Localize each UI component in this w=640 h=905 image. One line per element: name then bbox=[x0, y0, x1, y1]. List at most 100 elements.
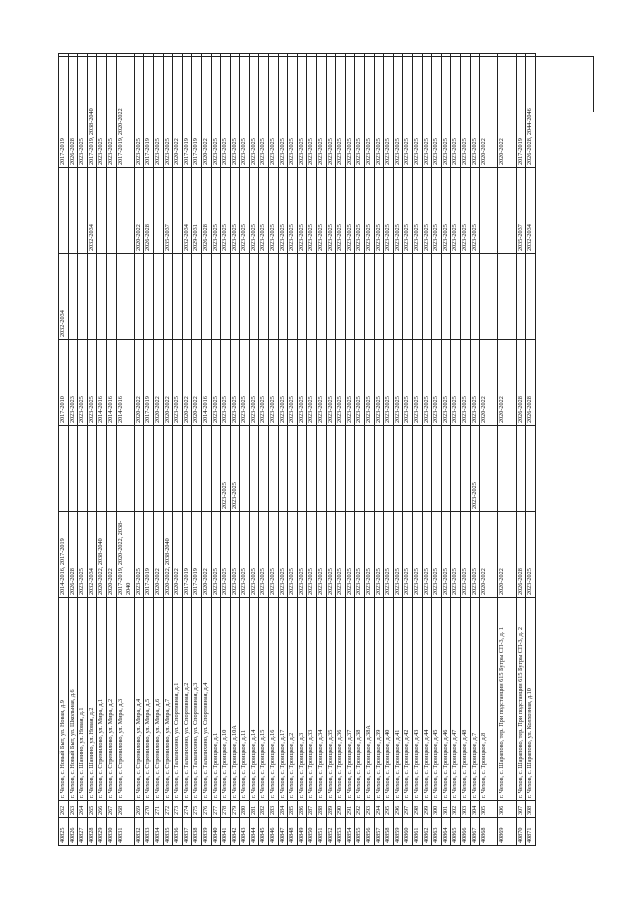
period-cell-3: 2017-2019 bbox=[143, 339, 154, 426]
period-cell-2 bbox=[58, 425, 69, 512]
row-number-cell: 271 bbox=[153, 800, 164, 818]
period-cell-3: 2026-2028 bbox=[525, 339, 536, 426]
period-cell-4 bbox=[354, 253, 365, 340]
period-cell-1: 2023-2025 bbox=[211, 511, 221, 598]
period-cell-5: 2023-2025 bbox=[268, 167, 279, 254]
period-cell-1: 2023-2025 bbox=[306, 511, 317, 598]
period-cell-1: 2023-2025 bbox=[134, 511, 144, 598]
address-cell: г. Чехов, с. Талалихино, ул. Спортивная,… bbox=[182, 597, 192, 801]
period-cell-6: 2023-2025 bbox=[239, 53, 250, 168]
period-cell-1: 2023-2025 bbox=[239, 511, 250, 598]
period-cell-1: 2023-2025 bbox=[393, 511, 403, 598]
row-number-cell: 296 bbox=[393, 800, 403, 818]
period-cell-2 bbox=[393, 425, 403, 512]
period-cell-6: 2026-2028, 2044-2046 bbox=[525, 53, 536, 168]
row-number-cell: 304 bbox=[470, 800, 480, 818]
period-cell-3: 2023-2025 bbox=[258, 339, 269, 426]
period-cell-1: 2032-2034 bbox=[87, 511, 97, 598]
period-cell-2 bbox=[287, 425, 298, 512]
period-cell-4 bbox=[374, 253, 384, 340]
period-cell-1: 2023-2025 bbox=[402, 511, 413, 598]
address-cell: г. Чехов, с. Троицкое, д.35 bbox=[326, 597, 336, 801]
period-cell-3: 2023-2025 bbox=[393, 339, 403, 426]
period-cell-1: 2023-2025 bbox=[422, 511, 432, 598]
row-number-cell: 264 bbox=[77, 800, 88, 818]
period-cell-3: 2023-2025 bbox=[441, 339, 451, 426]
period-cell-2 bbox=[153, 425, 164, 512]
row-number-cell: 305 bbox=[479, 800, 498, 818]
period-cell-3: 2020-2022 bbox=[479, 339, 498, 426]
period-cell-2 bbox=[258, 425, 269, 512]
period-cell-6: 2017-2019, 2020-2022 bbox=[116, 53, 135, 168]
period-cell-3: 2020-2022 bbox=[497, 339, 516, 426]
address-cell: г. Чехов, с. Талалихино, ул. Спортивная,… bbox=[191, 597, 202, 801]
address-cell: г. Чехов, с. Троицкое, д.43 bbox=[412, 597, 423, 801]
row-number-cell: 263 bbox=[68, 800, 78, 818]
row-number-cell: 277 bbox=[211, 800, 221, 818]
period-cell-5: 2023-2025 bbox=[383, 167, 394, 254]
period-cell-3: 2023-2025 bbox=[211, 339, 221, 426]
table-blank-area bbox=[58, 56, 594, 112]
address-cell: г. Чехов, с. Троицкое, д.16 bbox=[268, 597, 279, 801]
period-cell-5: 2026-2028 bbox=[201, 167, 211, 254]
period-cell-2 bbox=[77, 425, 88, 512]
period-cell-3: 2023-2025 bbox=[306, 339, 317, 426]
row-number-cell: 288 bbox=[316, 800, 327, 818]
period-cell-5: 2023-2025 bbox=[297, 167, 307, 254]
period-cell-2 bbox=[134, 425, 144, 512]
period-cell-2: 2023-2025 bbox=[470, 425, 480, 512]
period-cell-4 bbox=[239, 253, 250, 340]
record-id-cell: 40849 bbox=[297, 817, 307, 846]
record-id-cell: 40866 bbox=[460, 817, 471, 846]
period-cell-2 bbox=[450, 425, 461, 512]
period-cell-5 bbox=[479, 167, 498, 254]
period-cell-6: 2023-2025 bbox=[77, 53, 88, 168]
record-id-cell: 40833 bbox=[143, 817, 154, 846]
row-number-cell: 299 bbox=[422, 800, 432, 818]
period-cell-1: 2020-2022 bbox=[497, 511, 516, 598]
period-cell-2 bbox=[96, 425, 107, 512]
period-cell-6: 2017-2019 bbox=[182, 53, 192, 168]
period-cell-1: 2023-2025 bbox=[230, 511, 240, 598]
row-number-cell: 266 bbox=[96, 800, 107, 818]
period-cell-3: 2023-2025 bbox=[335, 339, 346, 426]
period-cell-1: 2023-2025 bbox=[374, 511, 384, 598]
record-id-cell: 40844 bbox=[249, 817, 259, 846]
period-cell-6: 2023-2025 bbox=[470, 53, 480, 168]
period-cell-4 bbox=[422, 253, 432, 340]
period-cell-1: 2023-2025 bbox=[287, 511, 298, 598]
period-cell-5 bbox=[153, 167, 164, 254]
period-cell-4 bbox=[412, 253, 423, 340]
period-cell-5 bbox=[58, 167, 69, 254]
period-cell-3: 2023-2023 bbox=[68, 339, 78, 426]
period-cell-2 bbox=[354, 425, 365, 512]
period-cell-6: 2017-2019 bbox=[516, 53, 526, 168]
record-id-cell: 40834 bbox=[153, 817, 164, 846]
record-id-cell: 40856 bbox=[364, 817, 375, 846]
record-id-cell: 40857 bbox=[374, 817, 384, 846]
record-id-cell: 40858 bbox=[383, 817, 394, 846]
period-cell-3: 2023-2025 bbox=[345, 339, 355, 426]
period-cell-1: 2026-2028 bbox=[516, 511, 526, 598]
address-cell: г. Чехов, с. Троицкое, д.3 bbox=[297, 597, 307, 801]
period-cell-1: 2026-2028 bbox=[68, 511, 78, 598]
period-cell-4 bbox=[364, 253, 375, 340]
record-id-cell: 40836 bbox=[172, 817, 183, 846]
period-cell-1: 2020-2022 bbox=[201, 511, 211, 598]
address-cell: г. Чехов, с. Новый Быт, ул. Школьная, д.… bbox=[68, 597, 78, 801]
period-cell-6: 2023-2025 bbox=[335, 53, 346, 168]
period-cell-1: 2023-2025 bbox=[431, 511, 442, 598]
row-number-cell: 274 bbox=[182, 800, 192, 818]
address-cell: г. Чехов, с. Троицкое, д.46 bbox=[441, 597, 451, 801]
row-number-cell: 273 bbox=[172, 800, 183, 818]
